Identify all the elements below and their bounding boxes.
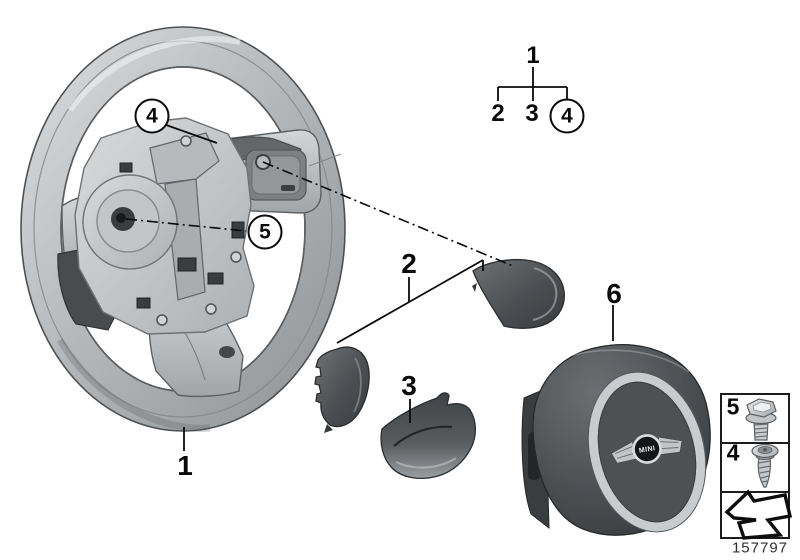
hub-screw-4 xyxy=(156,314,168,326)
cover-right-sheen xyxy=(532,267,558,321)
cover-right xyxy=(472,258,565,329)
airbag-module: MINI xyxy=(521,343,711,536)
dashdot-hole-to-cover xyxy=(262,161,514,267)
legend-box xyxy=(720,393,793,540)
tree-label-child-4-circled[interactable]: 4 xyxy=(549,98,585,134)
hub-connector-4 xyxy=(136,297,151,309)
hub-center-bore xyxy=(116,213,126,223)
tree-label-child-2[interactable]: 2 xyxy=(491,100,505,127)
hex-flange-bolt-icon xyxy=(745,398,777,441)
callout-3-cover-lower[interactable]: 3 xyxy=(401,370,417,401)
legend-label-screw[interactable]: 4 xyxy=(726,439,740,466)
bottom-spoke-hole-2 xyxy=(219,346,235,358)
callout-6-airbag[interactable]: 6 xyxy=(606,278,622,309)
cover-left xyxy=(314,346,370,433)
cover-lower-crease xyxy=(393,425,453,447)
tree-label-child-3[interactable]: 3 xyxy=(525,100,539,127)
tree-label-parent[interactable]: 1 xyxy=(526,42,540,69)
tapping-screw-icon xyxy=(751,443,779,488)
hub-screw-2 xyxy=(180,135,192,147)
callout-2-covers[interactable]: 2 xyxy=(401,248,417,279)
steering-wheel xyxy=(20,26,346,432)
cover-left-foot xyxy=(324,424,333,433)
airbag-ring xyxy=(588,372,706,532)
airbag-ring-outer-edge xyxy=(587,371,707,533)
callout-5-bolt[interactable]: 5 xyxy=(247,214,283,250)
cover-right-tab xyxy=(472,283,477,292)
rim-bottom-shadow xyxy=(56,338,211,432)
airbag-top-seam xyxy=(557,349,690,373)
rim-top-highlight xyxy=(67,36,241,112)
hub-screw-5 xyxy=(205,303,217,315)
dashdot-hub-to-5 xyxy=(125,218,247,232)
doc-number: 157797 xyxy=(731,539,789,557)
hub-connector-3 xyxy=(207,272,224,285)
legend-label-bolt[interactable]: 5 xyxy=(726,393,740,420)
mini-badge: MINI xyxy=(610,434,683,464)
hub-connector-6 xyxy=(119,162,133,173)
rim-pointer-line xyxy=(308,153,342,167)
badge-text: MINI xyxy=(638,445,655,455)
fold-arrow-icon xyxy=(724,489,793,540)
callout-1-wheel[interactable]: 1 xyxy=(177,450,193,481)
cover-lower-sheen xyxy=(395,457,457,469)
spoke-slot xyxy=(281,185,295,191)
cover-left-sheen xyxy=(353,357,362,413)
hub-connector-2 xyxy=(177,257,197,272)
cover-lower xyxy=(380,392,477,479)
badge-roundel xyxy=(632,434,662,464)
callout-4-screw[interactable]: 4 xyxy=(134,98,170,134)
hub-screw-3 xyxy=(230,251,242,263)
leader-lines xyxy=(125,67,614,451)
